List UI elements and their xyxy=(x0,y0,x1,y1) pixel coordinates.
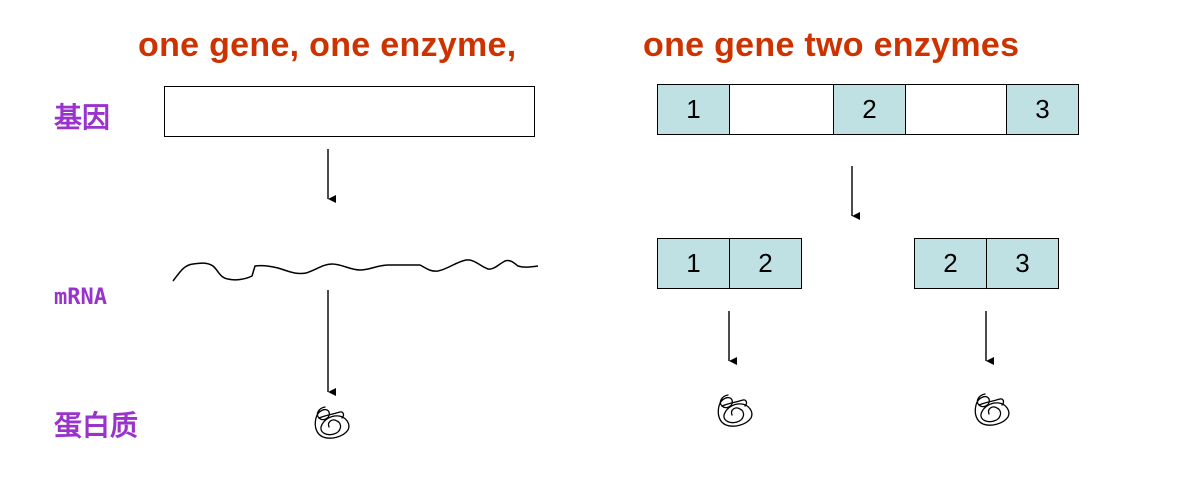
label-gene: 基因 xyxy=(54,101,111,134)
exon-cell: 3 xyxy=(987,239,1058,288)
exon-cell: 3 xyxy=(1007,85,1078,134)
mrna-strand xyxy=(172,259,539,282)
mrna-product-a: 1 2 xyxy=(657,238,802,289)
intron-cell xyxy=(730,85,834,134)
label-mrna: mRNA xyxy=(54,285,107,310)
mrna-product-b: 2 3 xyxy=(914,238,1059,289)
exon-cell: 1 xyxy=(658,239,730,288)
gene-bar-right: 1 2 3 xyxy=(657,84,1079,135)
exon-cell: 2 xyxy=(915,239,987,288)
label-protein: 蛋白质 xyxy=(54,409,139,442)
exon-cell: 2 xyxy=(730,239,801,288)
gene-bar-left xyxy=(164,86,535,137)
exon-cell: 1 xyxy=(658,85,730,134)
scribble-protein-icon xyxy=(974,393,1010,426)
title-one-gene-one-enzyme: one gene, one enzyme, xyxy=(138,26,517,64)
intron-cell xyxy=(906,85,1007,134)
scribble-protein-icon xyxy=(717,394,753,427)
scribble-protein-icon xyxy=(314,406,350,439)
exon-cell: 2 xyxy=(834,85,906,134)
title-one-gene-two-enzymes: one gene two enzymes xyxy=(643,26,1020,64)
